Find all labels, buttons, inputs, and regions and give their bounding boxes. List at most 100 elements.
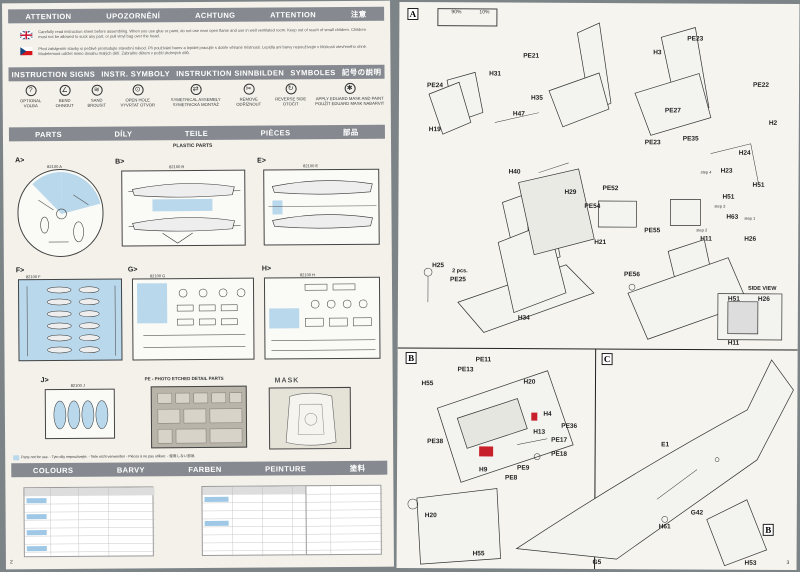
label-g42: G42 xyxy=(690,509,704,517)
left-page-number: 2 xyxy=(9,559,13,566)
label-side-view: SIDE VIEW xyxy=(747,285,777,292)
mask-sheet-drawing xyxy=(285,392,337,446)
section-c-drawing xyxy=(515,359,794,567)
symbol-label-cz: BROUSIT xyxy=(87,102,107,108)
remove-icon: ✂ xyxy=(243,83,255,95)
label-pe36: PE36 xyxy=(561,422,578,430)
label-pe17: PE17 xyxy=(551,436,568,444)
label-h19: H19 xyxy=(428,126,441,134)
not-for-use-swatch xyxy=(13,455,20,461)
label-h11: H11 xyxy=(700,235,712,243)
sand-icon: ≋ xyxy=(91,84,103,96)
label-pe52: PE52 xyxy=(602,185,619,193)
signs-de: INSTRUKTION SINNBILDEN xyxy=(176,67,285,78)
label-h35: H35 xyxy=(530,94,543,102)
parts-de: TEILE xyxy=(184,128,209,138)
signs-jp: 記号の説明 xyxy=(341,67,382,77)
pe-fret-drawing xyxy=(157,392,243,444)
label-h51-right: H51 xyxy=(752,181,765,189)
colours-en: COLOURS xyxy=(32,465,74,475)
sprue-f-frame xyxy=(17,278,123,362)
symmetrical-icon: ⇄ xyxy=(190,83,202,96)
colours-header: COLOURS BARVY FARBEN PEINTURE 塗料 xyxy=(11,460,388,478)
label-h61: H61 xyxy=(658,523,671,531)
label-pe55: PE55 xyxy=(644,227,661,235)
label-pe23-bottom: PE23 xyxy=(644,139,661,147)
sprue-h-frame xyxy=(263,276,381,360)
sprue-b-letter: B> xyxy=(115,158,125,166)
instruction-signs-header: INSTRUCTION SIGNS INSTR. SYMBOLY INSTRUK… xyxy=(8,64,385,82)
label-h31: H31 xyxy=(489,70,502,78)
symbol-label-cz: ODŘÍZNOUT xyxy=(236,101,262,107)
label-h51-side: H51 xyxy=(727,295,740,303)
colour-table-left xyxy=(23,486,155,559)
label-pe9: PE9 xyxy=(517,464,530,472)
bend-icon: ∠ xyxy=(59,84,71,96)
left-instruction-page: ATTENTION UPOZORNĚNÍ ACHTUNG ATTENTION 注… xyxy=(2,0,394,570)
label-step1: step 1 xyxy=(744,215,756,221)
label-pe21: PE21 xyxy=(523,52,540,60)
sprue-a-letter: A> xyxy=(15,157,25,165)
right-instruction-page: A 90% 10% xyxy=(396,1,800,571)
sprue-j-code: 82100 J xyxy=(70,382,85,388)
label-pe23-top: PE23 xyxy=(687,35,704,43)
label-h9: H9 xyxy=(479,466,488,474)
colours-cz: BARVY xyxy=(116,464,145,475)
label-h20: H20 xyxy=(523,378,536,386)
label-h24: H24 xyxy=(738,149,751,157)
parts-en: PARTS xyxy=(35,129,63,139)
label-step4: step 4 xyxy=(700,169,712,175)
open-hole-icon: ⊙ xyxy=(132,84,144,96)
label-h25: H25 xyxy=(432,262,445,270)
label-pe27: PE27 xyxy=(664,107,681,115)
sprue-g-frame xyxy=(131,277,255,361)
label-pe13: PE13 xyxy=(457,366,474,374)
label-pe11: PE11 xyxy=(475,356,492,364)
parts-cz: DÍLY xyxy=(114,128,133,139)
colours-fr: PEINTURE xyxy=(265,463,307,474)
colour-table-middle-grid xyxy=(202,486,323,557)
pe-fret xyxy=(150,385,248,449)
section-a-drawing xyxy=(397,22,798,569)
sprue-b-drawing xyxy=(128,183,241,244)
uk-flag-icon xyxy=(19,30,33,41)
sprue-h-letter: H> xyxy=(261,265,272,273)
sprue-h-drawing xyxy=(269,283,376,351)
cz-flag-icon xyxy=(20,47,33,56)
signs-cz: INSTR. SYMBOLY xyxy=(101,68,171,79)
colour-table-right xyxy=(305,484,383,557)
label-h26: H26 xyxy=(744,235,757,243)
label-h29: H29 xyxy=(564,188,577,196)
header-en: ATTENTION xyxy=(25,11,72,21)
header-fr: ATTENTION xyxy=(270,9,317,19)
colours-jp: 塗料 xyxy=(349,463,366,473)
colours-de: FARBEN xyxy=(188,464,222,474)
optional-icon: ? xyxy=(25,85,37,97)
header-cz: UPOZORNĚNÍ xyxy=(106,10,161,21)
sprue-b-frame xyxy=(121,169,246,247)
label-pe38: PE38 xyxy=(427,438,444,446)
plastic-parts-title: PLASTIC PARTS xyxy=(173,142,213,150)
label-e1: E1 xyxy=(661,441,670,449)
label-h55: H55 xyxy=(421,380,434,388)
label-h34: H34 xyxy=(517,314,530,322)
sprue-e-code: 82100 E xyxy=(303,163,319,169)
signs-fr: SYMBOLES xyxy=(290,67,336,77)
parts-fr: PIÈCES xyxy=(260,127,291,138)
attention-header: ATTENTION UPOZORNĚNÍ ACHTUNG ATTENTION 注… xyxy=(8,6,385,24)
label-pe8: PE8 xyxy=(504,474,518,482)
label-h2: H2 xyxy=(768,119,778,127)
sprue-b-code: 82100 B xyxy=(169,164,185,170)
label-h3: H3 xyxy=(653,49,662,57)
sprue-f-letter: F> xyxy=(15,267,25,275)
label-step2: step 2 xyxy=(696,227,708,233)
section-b-reference-marker: B xyxy=(762,523,774,536)
pe-parts-title: PE - PHOTO ETCHED DETAIL PARTS xyxy=(144,375,224,382)
mask-sheet xyxy=(268,386,352,450)
parts-jp: 部品 xyxy=(342,127,359,137)
attention-text-en: Carefully read instruction sheet before … xyxy=(38,26,366,40)
symbol-label-cz: VYVRTAT OTVOR xyxy=(120,102,156,108)
label-h51-mid: H51 xyxy=(722,193,735,201)
label-pe24: PE24 xyxy=(427,82,443,90)
